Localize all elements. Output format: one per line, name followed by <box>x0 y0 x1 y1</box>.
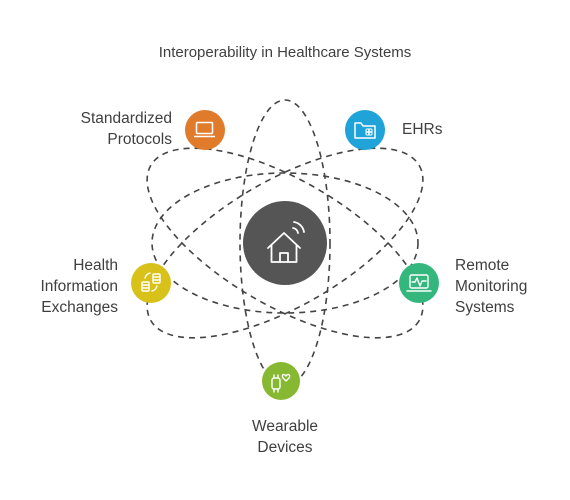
medical-folder-icon <box>354 122 376 139</box>
orbit-diag-right <box>146 147 424 339</box>
diagram-title: Interoperability in Healthcare Systems <box>158 44 412 61</box>
node-health-information-exchanges <box>131 263 171 303</box>
node-standardized-protocols <box>185 110 225 150</box>
label-ehrs: EHRs <box>402 121 443 138</box>
home-signal-icon <box>267 221 305 263</box>
wearable-heart-icon <box>271 373 291 393</box>
hub <box>243 201 327 285</box>
node-remote-monitoring-systems <box>399 263 439 303</box>
label-health-information-exchanges: Health Information Exchanges <box>40 257 118 316</box>
orbit-horizontal <box>151 172 419 314</box>
node-wearable-devices <box>262 362 300 400</box>
orbit-diag-left <box>146 147 424 339</box>
label-wearable-devices: Wearable Devices <box>251 418 319 456</box>
label-remote-monitoring-systems: Remote Monitoring Systems <box>455 257 528 316</box>
node-ehrs <box>345 110 385 150</box>
monitor-icon <box>194 121 215 138</box>
label-standardized-protocols: Standardized Protocols <box>80 110 172 148</box>
data-exchange-icon <box>141 272 161 292</box>
heart-monitor-icon <box>406 274 432 292</box>
hub-circle <box>243 201 327 285</box>
